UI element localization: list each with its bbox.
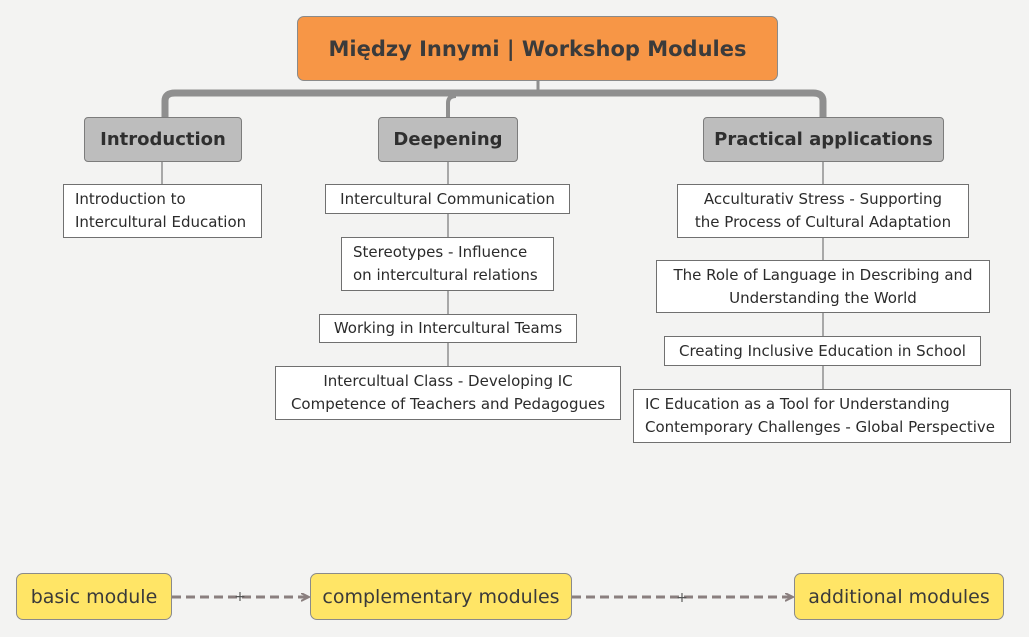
flow-label: additional modules [808,585,990,608]
plus-icon: + [234,589,246,605]
module-line: Understanding the World [729,288,917,307]
module-line: The Role of Language in Describing and [673,265,973,284]
module-line: Creating Inclusive Education in School [679,341,966,360]
category-bus-middle [446,94,457,117]
module-line: Introduction to [75,190,186,208]
flow-complementary-modules[interactable]: complementary modules [310,573,572,620]
category-practical-applications[interactable]: Practical applications [703,117,944,162]
module-line: Intercultural Communication [340,189,555,208]
module-line: Intercultual Class - Developing IC [323,372,573,390]
module-introduction-to-intercultural-education[interactable]: Introduction to Intercultural Education [63,184,262,238]
flow-additional-modules[interactable]: additional modules [794,573,1004,620]
plus-icon: + [676,590,688,606]
category-title: Deepening [393,129,503,150]
module-line: on intercultural relations [353,266,538,284]
root-title: Między Innymi | Workshop Modules [328,36,747,61]
module-role-of-language[interactable]: The Role of Language in Describing and U… [656,260,990,313]
module-stereotypes[interactable]: Stereotypes - Influence on intercultural… [341,237,554,291]
module-intercultural-communication[interactable]: Intercultural Communication [325,184,570,214]
root-node[interactable]: Między Innymi | Workshop Modules [297,16,778,81]
category-deepening[interactable]: Deepening [378,117,518,162]
category-bus [161,89,827,117]
module-intercultural-class[interactable]: Intercultual Class - Developing IC Compe… [275,366,621,420]
flow-basic-module[interactable]: basic module [16,573,172,620]
module-line: Contemporary Challenges - Global Perspec… [645,418,995,436]
flow-label: basic module [30,585,158,608]
module-line: IC Education as a Tool for Understanding [645,395,950,413]
module-line: the Process of Cultural Adaptation [694,213,952,231]
category-title: Practical applications [714,129,933,150]
module-acculturative-stress[interactable]: Acculturativ Stress - Supporting the Pro… [677,184,969,238]
module-line: Stereotypes - Influence [353,243,528,261]
module-inclusive-education[interactable]: Creating Inclusive Education in School [664,336,981,366]
module-working-in-intercultural-teams[interactable]: Working in Intercultural Teams [319,314,577,343]
category-introduction[interactable]: Introduction [84,117,242,162]
module-ic-education-global-perspective[interactable]: IC Education as a Tool for Understanding… [633,389,1011,443]
module-line: Working in Intercultural Teams [333,319,563,337]
category-title: Introduction [100,129,226,150]
flow-label: complementary modules [322,585,560,608]
module-line: Acculturativ Stress - Supporting [703,190,943,208]
module-line: Competence of Teachers and Pedagogues [290,395,606,413]
module-line: Intercultural Education [75,213,247,231]
